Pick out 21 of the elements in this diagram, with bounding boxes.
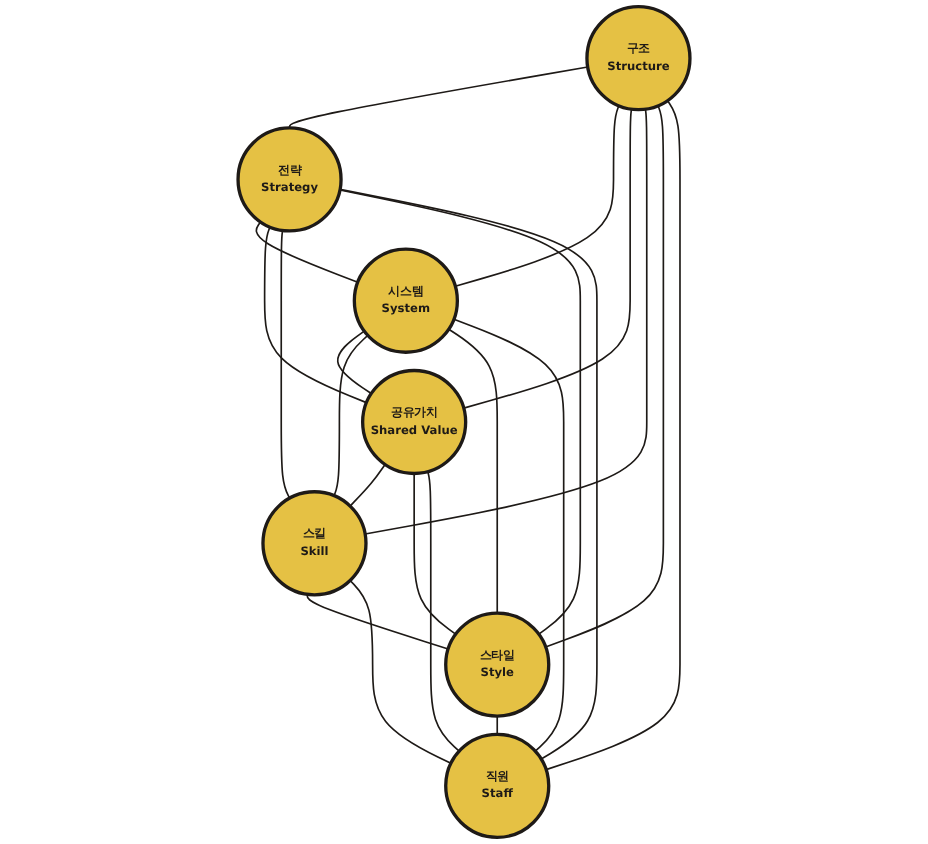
connector: [349, 579, 452, 765]
connector: [333, 334, 369, 497]
connector: [255, 221, 359, 284]
connector: [339, 188, 598, 760]
connector: [426, 470, 460, 752]
connector: [280, 229, 291, 499]
connector: [336, 330, 373, 395]
connector: [544, 104, 665, 648]
connector: [496, 715, 499, 736]
connector: [462, 108, 633, 409]
connector: [263, 226, 368, 404]
connector: [288, 66, 589, 129]
connector: [413, 472, 457, 636]
connector: [349, 463, 386, 507]
connector: [545, 99, 681, 771]
connector: [453, 318, 565, 752]
connector: [454, 104, 620, 288]
connector: [364, 108, 648, 535]
connector: [447, 328, 499, 614]
connector: [339, 189, 582, 636]
connector: [306, 593, 449, 650]
